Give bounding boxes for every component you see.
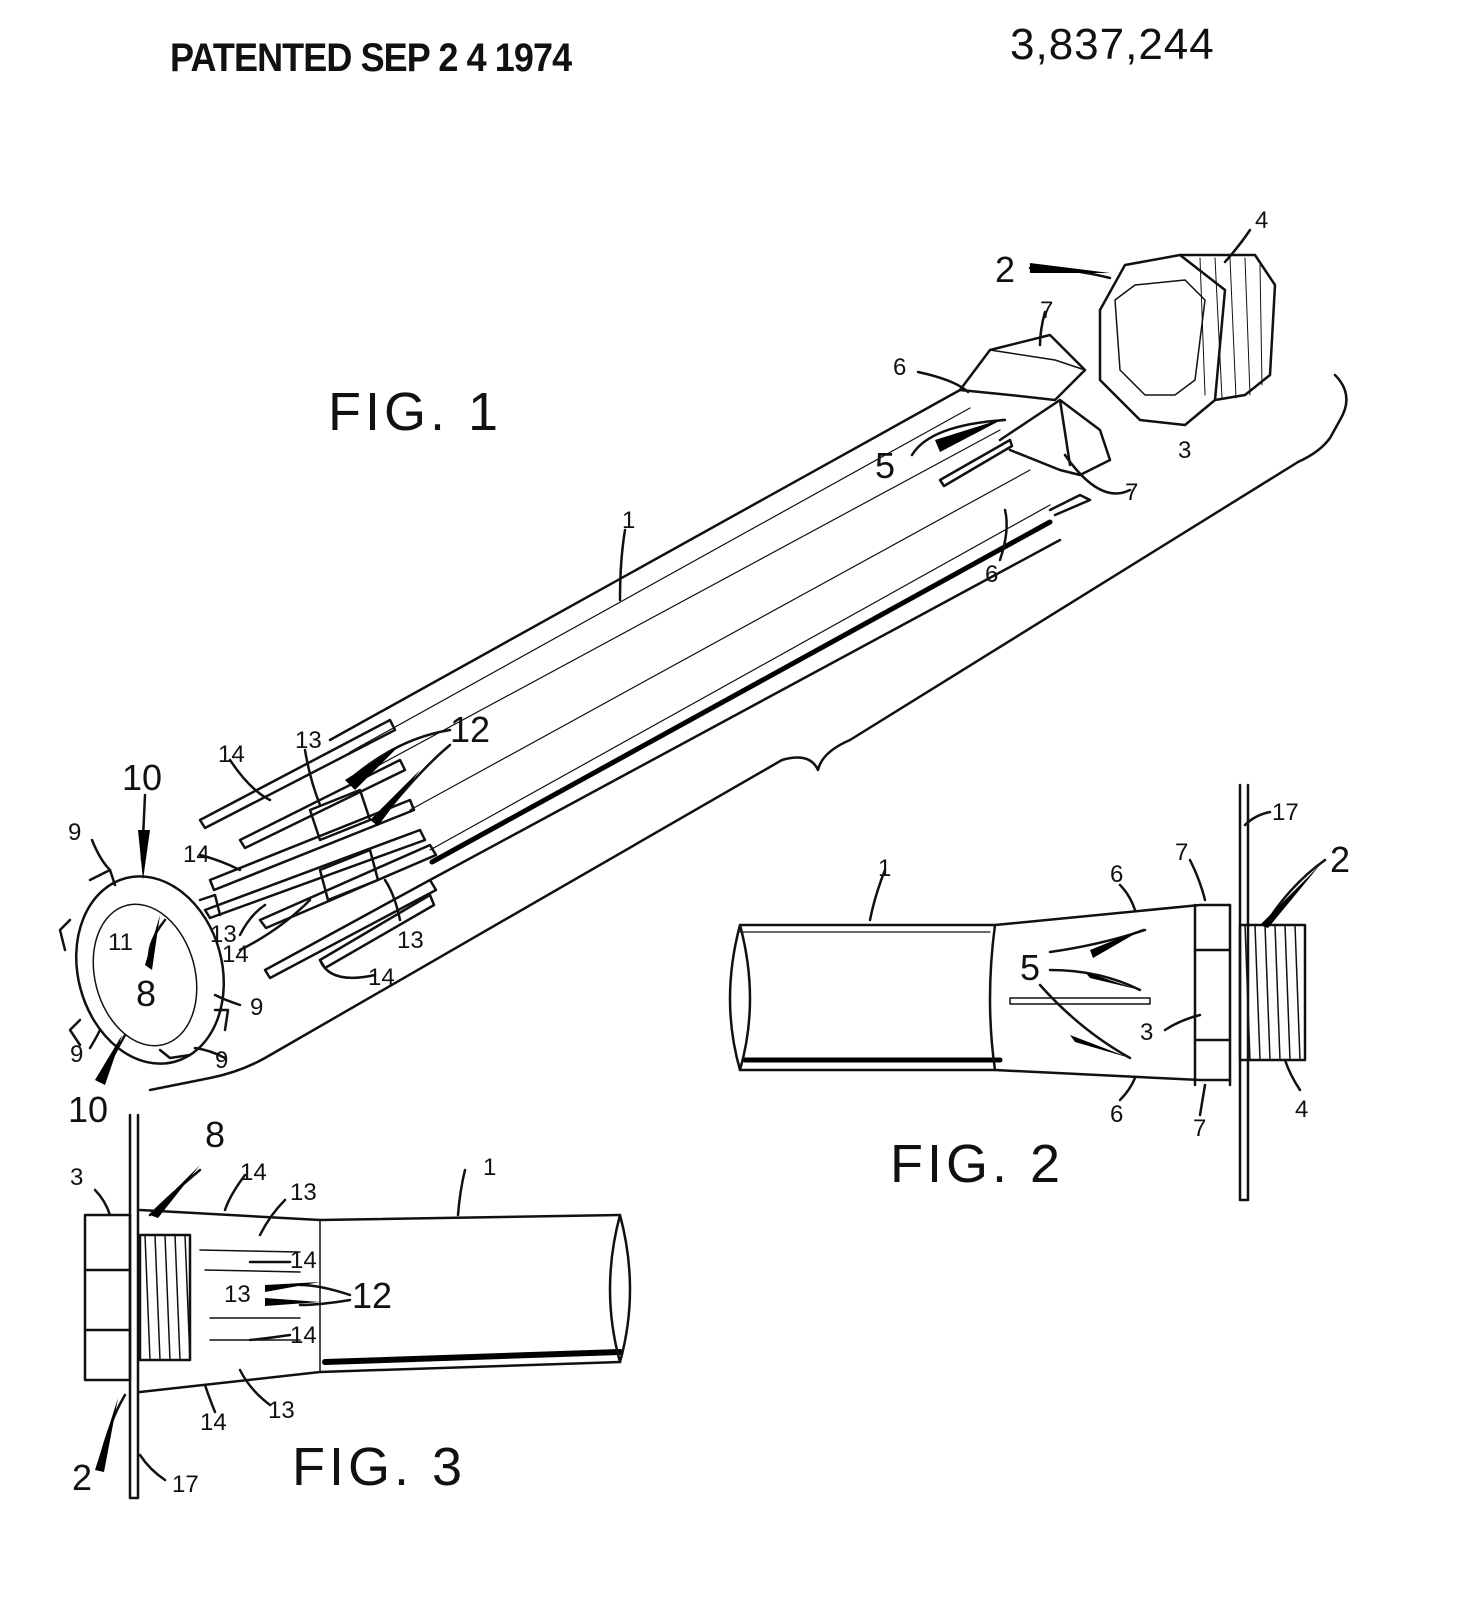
- fig3-label-13-a: 13: [290, 1179, 317, 1206]
- fig1-label-11: 11: [108, 929, 133, 956]
- fig1-label-6-bottom: 6: [985, 561, 998, 588]
- fig1-tang-lower: [998, 398, 1112, 477]
- fig1-slot-5: [938, 438, 1014, 488]
- fig2-tube-open-end: [728, 923, 752, 1072]
- fig3-label-2: 2: [72, 1457, 92, 1498]
- fig1-label-13-b: 13: [210, 921, 237, 948]
- fig2-label-3: 3: [1140, 1019, 1153, 1046]
- fig1-label-14-c: 14: [222, 941, 249, 968]
- fig2-label-6-bottom: 6: [1110, 1101, 1123, 1128]
- fig2-label-1: 1: [878, 855, 891, 882]
- fig3-label-14-d: 14: [200, 1409, 227, 1436]
- fig1-label-9-b: 9: [250, 994, 263, 1021]
- patent-number: 3,837,244: [1010, 20, 1215, 69]
- fig1-tube-bottom-edge: [428, 538, 1062, 882]
- fig1-label-5: 5: [875, 445, 895, 486]
- fig1-label-13-top: 13: [295, 727, 322, 754]
- fig2-label-7-bottom: 7: [1193, 1115, 1206, 1142]
- fig3-label-1: 1: [483, 1154, 496, 1181]
- fig1-tang-upper: [958, 333, 1087, 402]
- fig1-label-2: 2: [995, 249, 1015, 290]
- fig1-label-10-bottom: 10: [68, 1089, 108, 1130]
- fig3-title: FIG. 3: [292, 1437, 466, 1497]
- fig1-label-7-bottom: 7: [1125, 479, 1138, 506]
- fig2-label-6-top: 6: [1110, 861, 1123, 888]
- fig3-label-13-c: 13: [268, 1397, 295, 1424]
- fig1-label-14-d: 14: [368, 964, 395, 991]
- fig3-label-12: 12: [352, 1275, 392, 1316]
- fig3-label-8: 8: [205, 1114, 225, 1155]
- fig1-label-7-top: 7: [1040, 297, 1053, 324]
- fig3-label-14-c: 14: [290, 1322, 317, 1349]
- fig3-thread: [138, 1233, 192, 1362]
- fig1-label-1: 1: [622, 507, 635, 534]
- fig2-thread: [1238, 923, 1307, 1062]
- fig2-label-5: 5: [1020, 947, 1040, 988]
- fig1-label-14-b: 14: [183, 841, 210, 868]
- fig1-label-4: 4: [1255, 207, 1268, 234]
- fig1-label-10-top: 10: [122, 757, 162, 798]
- fig3-label-14-a: 14: [240, 1159, 267, 1186]
- fig3-drawing: [83, 1113, 632, 1500]
- fig3-label-14-b: 14: [290, 1247, 317, 1274]
- fig2-label-2: 2: [1330, 839, 1350, 880]
- fig1-label-3: 3: [1178, 437, 1191, 464]
- fig1-label-14-a: 14: [218, 741, 245, 768]
- fig1-label-9-a: 9: [68, 819, 81, 846]
- fig3-label-3: 3: [70, 1164, 83, 1191]
- fig1-title: FIG. 1: [328, 382, 502, 442]
- fig1-label-13-c: 13: [397, 927, 424, 954]
- fig2-label-7-top: 7: [1175, 839, 1188, 866]
- fig2-label-4: 4: [1295, 1096, 1308, 1123]
- fig2-title: FIG. 2: [890, 1134, 1064, 1194]
- fig1-brace: [148, 373, 1348, 1092]
- fig3-label-17: 17: [172, 1471, 199, 1498]
- fig1-drawing: [58, 228, 1348, 1092]
- fig2-label-17: 17: [1272, 799, 1299, 826]
- patented-date-stamp: PATENTED SEP 2 4 1974: [170, 36, 572, 80]
- fig1-label-9-d: 9: [215, 1047, 228, 1074]
- fig3-label-13-b: 13: [224, 1281, 251, 1308]
- fig1-tube-top-edge: [328, 388, 962, 742]
- fig1-label-6-top: 6: [893, 354, 906, 381]
- fig1-label-12: 12: [450, 709, 490, 750]
- fig1-hex-bushing: [1098, 253, 1277, 427]
- arrow-pointers: [95, 263, 1320, 1472]
- fig1-label-8: 8: [136, 973, 156, 1014]
- fig1-label-9-c: 9: [70, 1041, 83, 1068]
